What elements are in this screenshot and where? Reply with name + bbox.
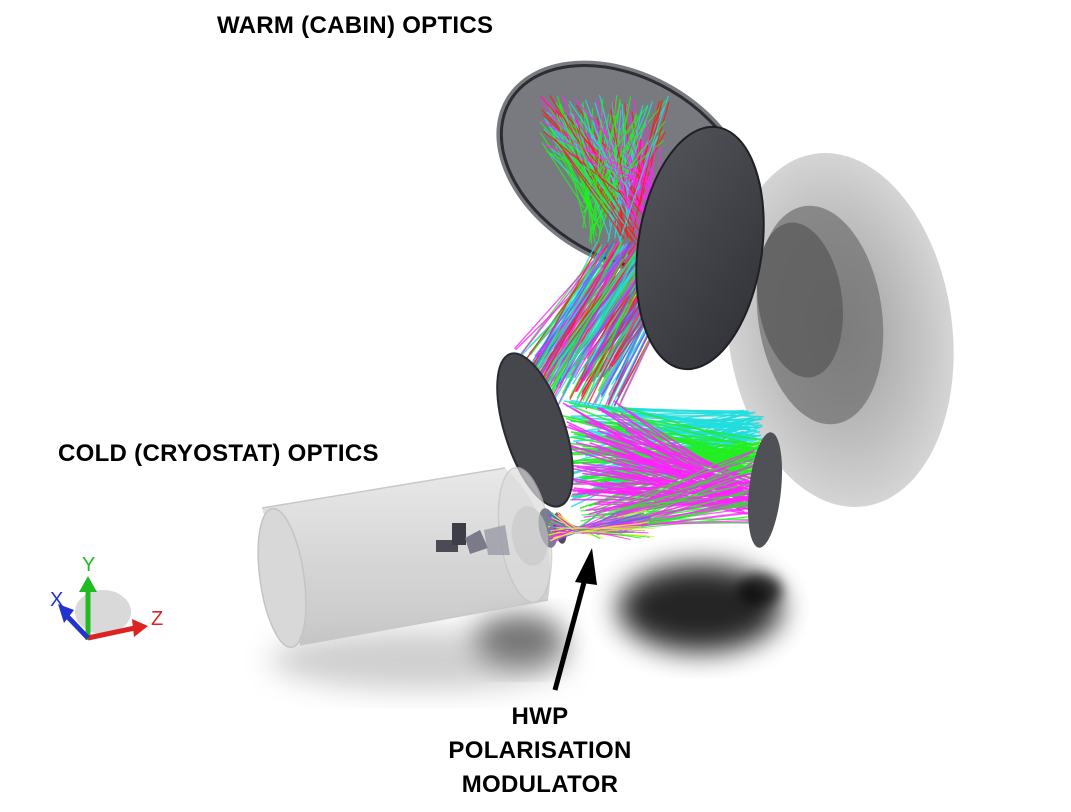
shadow-cryostat: [270, 630, 570, 690]
ray-line: [554, 514, 577, 533]
ray-line: [564, 114, 611, 239]
ray-line: [557, 514, 576, 528]
ray-line: [551, 125, 607, 176]
ray-line: [558, 245, 642, 405]
ray-line: [540, 119, 654, 194]
axis-triad: Y Z X: [50, 554, 163, 641]
ray-line: [632, 100, 663, 234]
ray-line: [649, 143, 657, 192]
ray-line: [595, 98, 640, 240]
ray-line: [595, 471, 756, 515]
ray-line: [572, 267, 647, 366]
ray-line: [548, 530, 573, 540]
right-relay-mirror: [747, 432, 783, 548]
ray-line: [601, 112, 650, 213]
ray-line: [551, 258, 624, 388]
ray-line: [584, 115, 639, 194]
ray-line: [595, 134, 603, 189]
ray-line: [560, 264, 640, 379]
ray-line: [554, 138, 634, 243]
z-axis-label: Z: [151, 608, 163, 630]
warm-optics-label: WARM (CABIN) OPTICS: [217, 12, 494, 39]
ray-line: [593, 453, 759, 512]
y-axis-label: Y: [82, 554, 95, 576]
ray-line: [619, 95, 669, 241]
ray-line: [612, 110, 622, 188]
hwp-label: HWP POLARISATION MODULATOR: [390, 700, 690, 802]
ray-bundle-top: [539, 94, 670, 245]
ray-line: [617, 404, 748, 445]
cold-optics-label: COLD (CRYOSTAT) OPTICS: [58, 440, 379, 467]
ray-line: [550, 529, 576, 542]
ray-line: [568, 401, 746, 447]
shadow-small: [738, 574, 782, 606]
ray-line: [611, 499, 757, 532]
ray-line: [554, 137, 653, 180]
warm-secondary-mirror: [635, 125, 765, 371]
ground-shadows: [270, 564, 782, 690]
ray-line: [615, 96, 632, 179]
ray-line: [541, 142, 585, 209]
ray-line: [513, 247, 606, 350]
ray-line: [561, 244, 641, 349]
ray-line: [554, 145, 602, 232]
ray-line: [583, 494, 765, 518]
ray-line: [605, 142, 644, 215]
cryostat-cylinder: [257, 466, 553, 649]
ray-line: [538, 254, 621, 353]
ray-line: [538, 248, 620, 369]
ray-line: [582, 124, 641, 214]
ray-line: [575, 529, 655, 538]
ray-line: [576, 521, 650, 533]
ray-line: [552, 262, 637, 367]
ray-line: [549, 94, 634, 230]
ray-line: [564, 152, 625, 239]
hwp-arrow: [552, 548, 597, 691]
hwp-label-line-3: MODULATOR: [461, 771, 619, 798]
ray-line: [589, 150, 642, 233]
ray-line: [627, 409, 748, 412]
ray-bundle-lower: [560, 399, 765, 536]
ray-line: [593, 463, 760, 514]
ray-line: [545, 267, 624, 375]
x-axis-arrow: [64, 613, 90, 640]
ray-line: [572, 124, 591, 213]
ray-line: [597, 139, 664, 198]
ray-line: [613, 400, 761, 511]
ray-line: [610, 471, 741, 486]
ray-line: [530, 240, 616, 371]
ray-line: [570, 411, 750, 418]
axis-orbit-disc: [75, 590, 131, 634]
ray-line: [556, 527, 573, 529]
z-axis-arrow: [87, 625, 136, 641]
ray-line: [601, 143, 648, 241]
ray-line: [604, 497, 748, 525]
hwp-label-line-2: POLARISATION: [448, 737, 632, 764]
x-axis-label: X: [50, 589, 63, 611]
ray-line: [614, 491, 747, 513]
ray-line: [582, 462, 763, 486]
hwp-label-line-1: HWP: [511, 703, 569, 730]
rear-disc: [726, 153, 954, 507]
ray-line: [568, 104, 591, 176]
ray-line: [574, 406, 742, 473]
ray-line: [592, 123, 629, 227]
fold-mirror: [496, 352, 574, 508]
ray-line: [554, 525, 577, 532]
ray-bundle-hwp: [547, 509, 655, 543]
ray-line: [621, 103, 629, 213]
ray-line: [564, 251, 638, 354]
ray-line: [514, 254, 600, 363]
